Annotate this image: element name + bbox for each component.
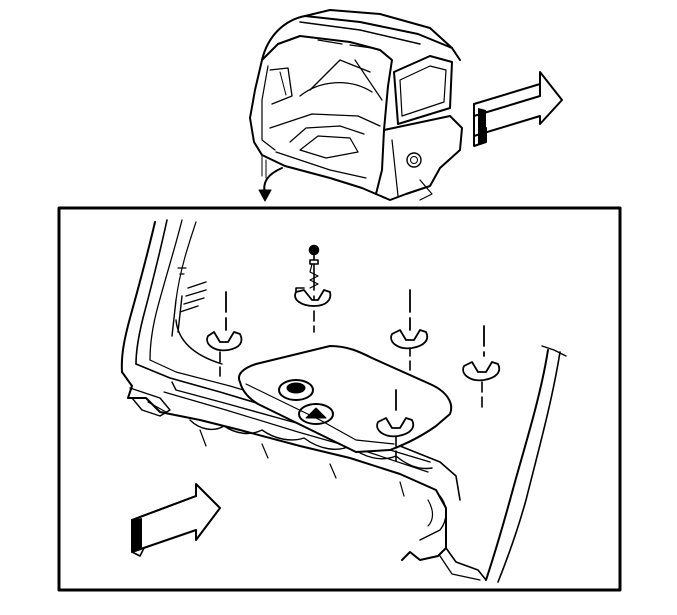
tie-down-loop	[463, 326, 499, 408]
tie-down-loop	[295, 288, 330, 332]
cover-access-hole	[299, 404, 333, 424]
tie-down-loop	[391, 290, 427, 370]
cover-access-hole	[279, 380, 313, 400]
detail-callout-arrow	[259, 168, 282, 201]
detail-frame	[59, 208, 620, 590]
tie-down-loop	[207, 292, 241, 376]
cargo-floor-detail	[122, 220, 566, 582]
spare-tire-access-cover	[239, 346, 451, 452]
rear-cargo-area-overview	[250, 10, 462, 200]
tie-down-loop	[377, 390, 413, 462]
bolt	[310, 246, 319, 291]
view-direction-arrow	[132, 484, 220, 556]
vehicle-front-direction-arrow	[474, 72, 562, 146]
